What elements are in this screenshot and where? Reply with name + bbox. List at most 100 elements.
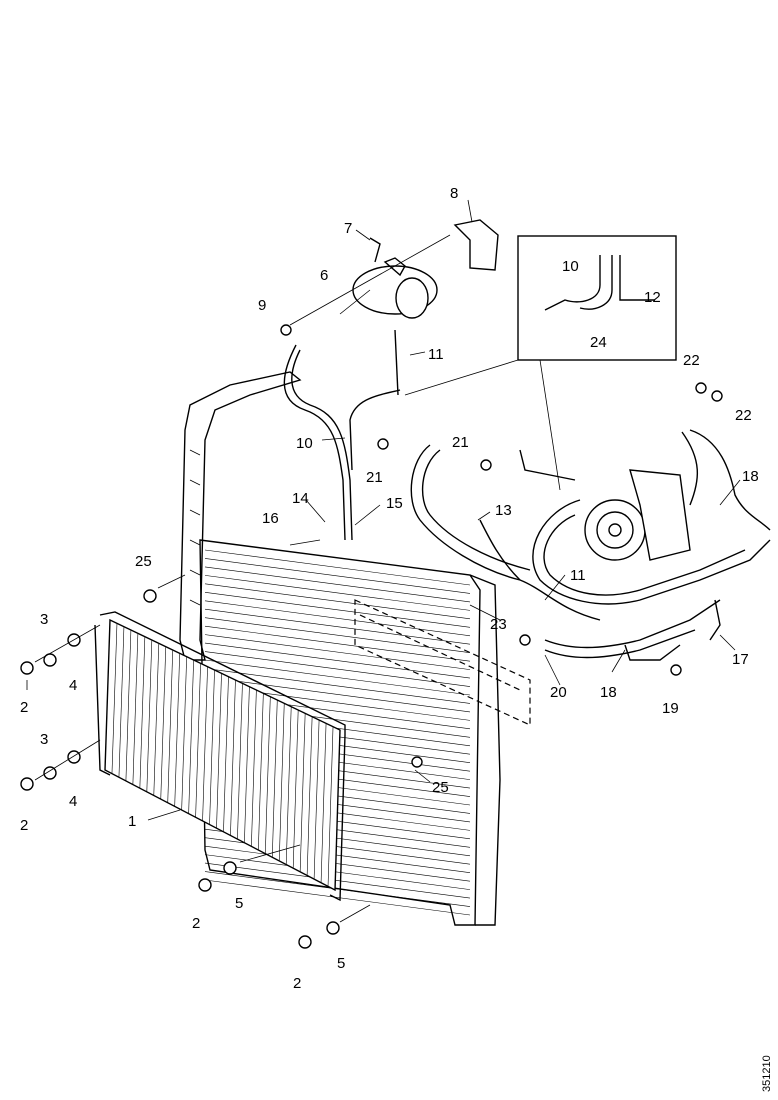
callout-7: 7 [344,220,352,237]
rear-core-fin [204,583,471,620]
bracket [453,219,499,271]
condenser-fin [139,636,146,789]
callout-3: 3 [40,731,48,748]
condenser-fin [125,629,132,781]
condenser-fin [292,709,299,869]
condenser-fin [334,729,341,891]
condenser-fin [188,659,194,814]
callout-4: 4 [69,677,77,694]
rear-core-fin [204,600,471,637]
callout-4: 4 [69,793,77,810]
callout-18: 18 [600,684,617,701]
callout-23: 23 [490,616,507,633]
condenser-fin [237,683,243,840]
rear-core-fin [204,558,471,594]
callout-1: 1 [128,813,136,830]
callout-22: 22 [735,407,752,424]
callout-18: 18 [742,468,759,485]
condenser-fin [195,663,201,818]
rear-core-fin [204,879,471,916]
condenser-fin [271,699,278,858]
condenser-fin [306,716,313,876]
condenser-fin [174,653,180,807]
rear-core-fin [204,871,471,907]
callout-2: 2 [20,817,28,834]
callout-12: 12 [644,289,661,306]
callout-10: 10 [296,435,313,452]
callout-8: 8 [450,185,458,202]
detail-inset [404,235,677,491]
callout-10: 10 [562,258,579,275]
hoses-left [283,329,401,541]
condenser-fin [111,623,118,774]
condenser-fin [153,643,160,796]
condenser [94,611,346,902]
callout-25: 25 [135,553,152,570]
condenser-fin [251,689,257,847]
condenser-fin [285,706,292,865]
rear-core-fin [204,854,471,890]
rear-core-fin [204,617,471,653]
callout-6: 6 [320,267,328,284]
rear-core-fin [204,668,471,704]
callout-11: 11 [570,567,586,584]
condenser-fin [230,679,236,836]
callout-2: 2 [293,975,301,992]
condenser-fin [118,626,125,778]
condenser-fin [258,693,264,851]
callout-20: 20 [550,684,567,701]
condenser-fin [327,726,334,887]
callout-25: 25 [432,779,449,796]
condenser-fin [299,713,306,872]
receiver-drier [352,237,438,319]
callout-5: 5 [235,895,243,912]
compressor [584,469,691,561]
callout-21: 21 [452,434,469,451]
callout-19: 19 [662,700,679,717]
rear-core-fin [204,549,471,586]
condenser-fin [132,633,139,785]
callout-24: 24 [590,334,607,351]
callout-13: 13 [495,502,512,519]
rear-core-fin [204,659,471,696]
fasteners [20,324,723,949]
callout-2: 2 [192,915,200,932]
sensor-detail-box [354,599,531,726]
condenser-fin [146,639,153,792]
hoses-right [410,429,771,661]
condenser-fin [209,669,215,825]
rear-core-fin [204,862,471,899]
rear-core-fin [204,676,471,713]
callout-2: 2 [20,699,28,716]
condenser-fin [202,666,208,821]
radiator-frame [179,371,501,926]
callout-16: 16 [262,510,279,527]
callout-14: 14 [292,490,309,507]
condenser-fin [320,723,327,883]
condenser-fin [160,646,167,800]
document-id: 351210 [761,1055,773,1092]
callout-22: 22 [683,352,700,369]
leader-lines [26,199,741,923]
condenser-fin [313,719,320,880]
callout-5: 5 [337,955,345,972]
callout-15: 15 [386,495,403,512]
rear-core-fin [204,845,471,882]
condenser-fin [181,656,187,811]
callout-3: 3 [40,611,48,628]
callout-11: 11 [428,346,444,363]
callouts: 1 2 2 2 2 3 3 4 4 5 5 6 7 8 9 10 10 11 1… [20,185,773,1092]
rear-core-fin [204,592,471,628]
condenser-fin [244,686,250,843]
condenser-fin [104,619,111,771]
rear-core-fin [204,566,471,603]
condenser-fin [265,696,271,854]
rear-core-fin [204,608,471,645]
condenser-fin [216,673,222,829]
condenser-fin [223,676,229,832]
rear-core-fin [204,642,471,679]
rear-core-fin [204,651,471,687]
condenser-fin [278,703,285,861]
rear-core-fin [204,634,471,670]
